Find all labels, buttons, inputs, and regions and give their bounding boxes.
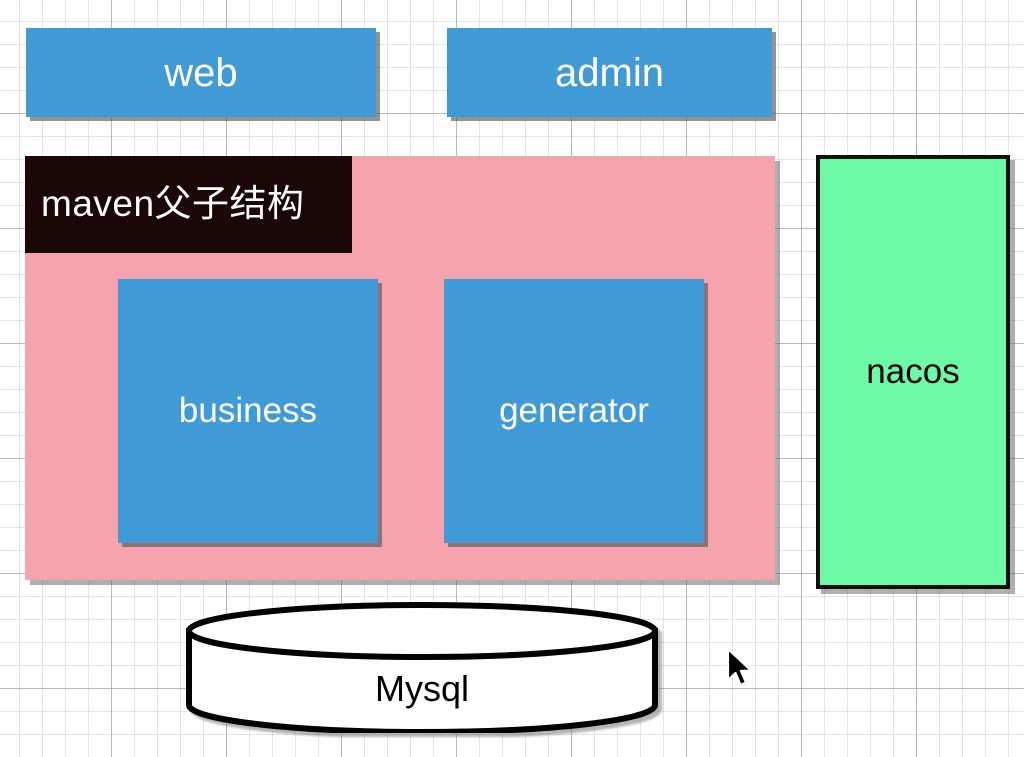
label-maven-structure: maven父子结构 bbox=[25, 156, 352, 253]
node-web-label: web bbox=[164, 50, 238, 95]
node-mysql[interactable] bbox=[185, 601, 659, 733]
node-nacos[interactable]: nacos bbox=[816, 155, 1010, 589]
node-business-label: business bbox=[178, 390, 318, 430]
cylinder-top bbox=[186, 602, 658, 660]
label-maven-structure-text: maven父子结构 bbox=[41, 183, 305, 225]
node-generator-label: generator bbox=[499, 390, 649, 430]
node-nacos-label: nacos bbox=[866, 351, 960, 391]
node-admin[interactable]: admin bbox=[447, 28, 772, 117]
mouse-pointer-icon bbox=[726, 647, 756, 690]
node-admin-label: admin bbox=[555, 50, 664, 95]
node-generator[interactable]: generator bbox=[444, 279, 704, 543]
node-business[interactable]: business bbox=[118, 279, 378, 543]
node-web[interactable]: web bbox=[26, 28, 376, 117]
